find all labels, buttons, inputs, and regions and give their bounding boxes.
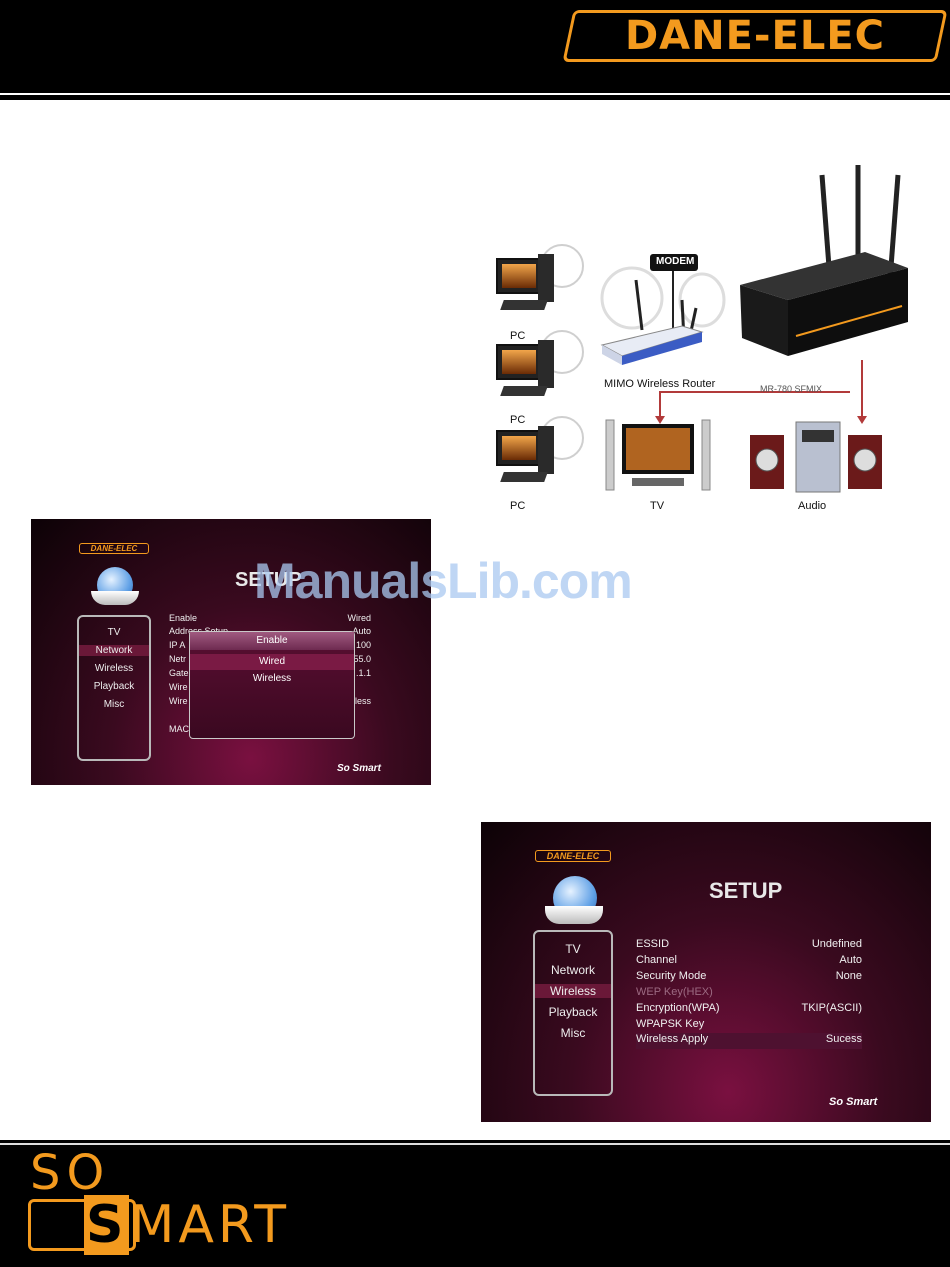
network-setup-screenshot: DANE-ELEC TV Network Wireless Playback M…	[31, 519, 431, 785]
menu-item-tv[interactable]: TV	[107, 627, 121, 638]
audio-label: Audio	[798, 500, 827, 512]
setting-key: WEP Key(HEX)	[636, 986, 713, 998]
router-label: MIMO Wireless Router	[604, 378, 716, 390]
setting-value: TKIP(ASCII)	[801, 1002, 862, 1014]
setting-key: Channel	[636, 954, 677, 966]
setting-key: ESSID	[636, 938, 670, 950]
menu-item-misc[interactable]: Misc	[560, 1026, 586, 1040]
header-rule	[0, 93, 950, 95]
so-smart-logo-bottom: SMART	[84, 1195, 291, 1255]
page-footer	[0, 1140, 950, 1267]
menu-item-playback[interactable]: Playback	[93, 681, 135, 692]
logo-rest: MART	[129, 1195, 291, 1255]
setting-key: WPAPSK Key	[636, 1018, 705, 1030]
dane-elec-logo: DANE-ELEC	[562, 10, 948, 62]
setting-row[interactable]: WPAPSK Key	[636, 1018, 862, 1033]
setting-row[interactable]: Wireless Apply Sucess	[636, 1033, 862, 1049]
setup-title: SETUP	[235, 569, 302, 591]
menu-item-network[interactable]: Network	[550, 963, 595, 977]
screen-logo: DANE-ELEC	[535, 850, 611, 862]
pc-icon	[482, 244, 584, 324]
watermark: ManualsLib.com	[254, 553, 633, 609]
globe-base-icon	[91, 591, 139, 605]
tv-label: TV	[650, 500, 665, 512]
device-label: MR-780 SFMIX	[760, 384, 823, 394]
setting-key: Gate	[169, 668, 189, 678]
network-diagram: MODEM PC PC PC MIMO Wireless Router MR-7…	[470, 160, 940, 520]
setting-key: Netr	[169, 654, 187, 664]
setting-key: IP A	[169, 640, 186, 650]
setting-row[interactable]: Gate .1.1	[169, 668, 371, 680]
menu-item-wireless[interactable]: Wireless	[535, 984, 611, 998]
setting-key: Enable	[169, 613, 198, 623]
pc-icon	[482, 330, 584, 410]
menu-item-network[interactable]: Network	[79, 645, 149, 656]
side-menu: TV Network Wireless Playback Misc	[77, 615, 151, 761]
logo-highlight-letter: S	[84, 1195, 130, 1255]
so-smart-brand: So Smart	[337, 763, 381, 774]
screen-logo: DANE-ELEC	[79, 543, 149, 554]
setting-value: Auto	[352, 626, 371, 636]
setting-key: Wireless Apply	[636, 1033, 709, 1045]
setting-key: Encryption(WPA)	[636, 1002, 720, 1014]
setting-row[interactable]: Enable Wired	[169, 613, 371, 625]
logo-text: DANE-ELEC	[624, 13, 886, 59]
setting-key: Wire	[169, 682, 188, 692]
setting-row[interactable]: Security Mode None	[636, 970, 862, 985]
setting-row[interactable]: IP A 100	[169, 640, 371, 652]
menu-item-playback[interactable]: Playback	[548, 1005, 598, 1019]
setting-row[interactable]: WEP Key(HEX)	[636, 986, 862, 1001]
popup-title: Enable	[190, 632, 354, 650]
so-smart-logo-top: SO	[30, 1145, 111, 1201]
tv-icon	[605, 419, 711, 491]
pc-icon	[482, 416, 584, 496]
wireless-setup-screenshot: DANE-ELEC TV Network Wireless Playback M…	[481, 822, 931, 1122]
setting-value: None	[835, 970, 862, 982]
setting-key: Security Mode	[636, 970, 707, 982]
setting-value: Wired	[347, 613, 371, 623]
modem-label: MODEM	[656, 256, 695, 267]
setting-row[interactable]: Wire less	[169, 696, 371, 708]
footer-rule	[0, 1143, 950, 1145]
so-smart-logo-frame	[28, 1199, 136, 1251]
setting-row[interactable]: Channel Auto	[636, 954, 862, 969]
setting-row[interactable]: MAC	[169, 724, 371, 736]
setting-value: .1.1	[355, 668, 371, 678]
popup-option-wireless[interactable]: Wireless	[252, 673, 292, 684]
setting-value: 100	[355, 640, 371, 650]
setting-key: MAC	[169, 724, 189, 734]
setting-value: 55.0	[353, 654, 371, 664]
setting-value: less	[354, 696, 371, 706]
setting-value: Undefined	[811, 938, 862, 950]
enable-popup: Enable Wired Wireless	[189, 631, 355, 739]
pc-label: PC	[510, 414, 526, 426]
side-menu: TV Network Wireless Playback Misc	[533, 930, 613, 1096]
audio-icon	[750, 421, 882, 493]
setting-row[interactable]: Wire	[169, 682, 371, 694]
setting-value: Sucess	[825, 1033, 862, 1045]
setting-value: Auto	[839, 954, 862, 966]
pc-label: PC	[510, 500, 526, 512]
popup-option-wired[interactable]: Wired	[190, 654, 354, 670]
diagram-graphics	[600, 165, 908, 493]
setup-title: SETUP	[709, 878, 783, 903]
media-player-icon	[740, 165, 908, 356]
pc-label: PC	[510, 330, 526, 342]
setting-row[interactable]: ESSID Undefined	[636, 938, 862, 953]
globe-base-icon	[545, 906, 603, 924]
so-smart-brand: So Smart	[829, 1096, 878, 1108]
router-icon	[600, 266, 726, 365]
menu-item-tv[interactable]: TV	[565, 942, 581, 956]
setting-row[interactable]: Netr 55.0	[169, 654, 371, 666]
page-header: DANE-ELEC	[0, 0, 950, 100]
setting-key: Wire	[169, 696, 188, 706]
setting-row[interactable]: Encryption(WPA) TKIP(ASCII)	[636, 1002, 862, 1017]
menu-item-misc[interactable]: Misc	[103, 699, 125, 710]
menu-item-wireless[interactable]: Wireless	[94, 663, 134, 674]
